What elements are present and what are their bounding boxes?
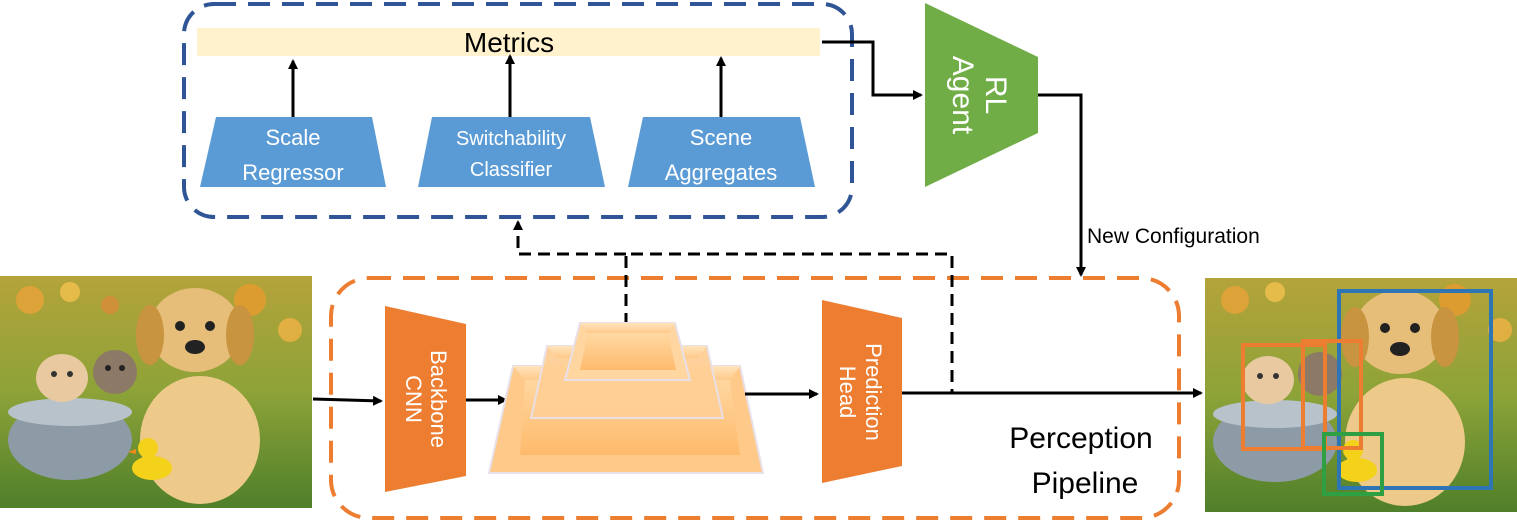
scale-regressor-module	[200, 117, 386, 187]
metrics-bar	[197, 28, 820, 56]
perception-pipeline-border	[329, 276, 1181, 520]
dashed-arrow-to-metrics	[513, 220, 626, 256]
arrow-rl-to-pipeline	[1038, 93, 1086, 277]
switchability-classifier-module	[418, 117, 605, 187]
scale-regressor-line2: Regressor	[242, 160, 343, 185]
detection-box-puppy	[1337, 289, 1493, 490]
scene-aggregates-line2: Aggregates	[665, 160, 778, 185]
rl-agent-block	[925, 3, 1038, 187]
backbone-cnn-block	[385, 306, 466, 492]
input-image	[0, 276, 312, 508]
rl-agent-line2: Agent	[946, 56, 979, 135]
prediction-head-line2: Head	[835, 366, 860, 419]
dashed-feedback-line	[624, 252, 954, 393]
perception-pipeline-line1: Perception	[1009, 422, 1152, 455]
arrow-metrics-to-rl	[822, 40, 923, 100]
scene-aggregates-module	[628, 117, 815, 187]
prediction-head-block	[822, 300, 902, 483]
perception-pipeline-line2: Pipeline	[1032, 467, 1139, 500]
feature-pyramid	[487, 322, 765, 474]
switchability-line2: Classifier	[470, 159, 553, 181]
new-configuration-label: New Configuration	[1087, 225, 1260, 248]
detection-box-kitten-1	[1241, 343, 1327, 451]
output-image	[1205, 278, 1517, 512]
backbone-line1: Backbone	[426, 350, 451, 448]
scale-regressor-line1: Scale	[265, 125, 320, 150]
scene-aggregates-line1: Scene	[690, 125, 752, 150]
rl-agent-line1: RL	[979, 76, 1012, 114]
detection-box-duck	[1322, 432, 1384, 496]
detection-box-kitten-2	[1301, 339, 1363, 450]
metrics-group-border	[182, 2, 854, 219]
prediction-head-line1: Prediction	[861, 343, 886, 441]
arrow-input-to-backbone	[312, 395, 383, 406]
backbone-line2: CNN	[401, 375, 426, 423]
metrics-label: Metrics	[464, 27, 554, 58]
switchability-line1: Switchability	[456, 128, 566, 150]
